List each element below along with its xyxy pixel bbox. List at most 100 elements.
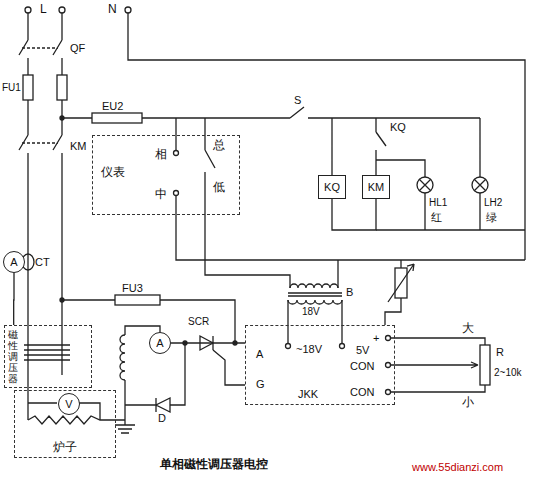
part-label: KQ (390, 121, 406, 134)
part-label: 红 (431, 211, 442, 224)
node-text: CON (350, 386, 374, 399)
transformer-secondary (288, 300, 342, 304)
part-label: KM (70, 140, 87, 153)
node-text: 相 (155, 148, 167, 162)
diode-symbol (150, 398, 170, 412)
node-text: 总 (213, 139, 225, 153)
part-label: 2~10k (494, 367, 522, 379)
lamp-symbol (417, 177, 433, 193)
terminal (125, 7, 131, 13)
wire-connector (171, 342, 245, 343)
node-text: A (256, 348, 263, 361)
lamp-symbol (474, 179, 486, 191)
node-text: A (156, 337, 163, 350)
gate-wire (213, 350, 245, 385)
furnace-box: 炉子 V (14, 390, 116, 458)
wire (332, 118, 480, 177)
part-label: N (108, 3, 117, 17)
wire-connector (332, 199, 376, 230)
contactor-coil: KM (362, 175, 390, 199)
part-label: CT (35, 256, 50, 269)
node-text: 低 (213, 181, 225, 195)
wire-connector (13, 273, 15, 325)
terminal (386, 336, 391, 341)
node-text: 磁性调压器 (8, 329, 18, 384)
terminal (174, 151, 179, 156)
junction (60, 298, 64, 302)
part-label: QF (70, 42, 85, 55)
fuse-symbol (115, 295, 160, 305)
magnetic-regulator-box: 磁性调压器 (4, 325, 92, 388)
caption: 单相磁性调压器电控 (160, 458, 268, 472)
part-label: B (346, 286, 353, 299)
mechanical-link (22, 48, 58, 143)
terminal (286, 344, 291, 349)
node-text: 5V (356, 344, 369, 357)
node-text: 仪表 (101, 166, 125, 180)
terminal (340, 344, 345, 349)
fuse-symbol (57, 75, 67, 100)
wire (176, 118, 525, 260)
fuse-symbol (92, 113, 142, 123)
node-text: G (256, 378, 265, 391)
part-label: 大 (462, 322, 474, 336)
node-text: A (10, 256, 17, 269)
ground-symbol (115, 425, 135, 433)
fuse-symbol (23, 75, 33, 100)
control-winding (120, 335, 125, 380)
node-text: KM (368, 181, 385, 194)
node-text: 炉子 (53, 441, 77, 455)
wire (391, 338, 485, 392)
node-text: V (65, 398, 72, 411)
node-text: KQ (324, 181, 340, 194)
part-label: EU2 (102, 100, 123, 113)
regulator-core (24, 345, 70, 360)
wire (385, 260, 414, 325)
terminal (25, 7, 31, 13)
part-label: S (294, 94, 301, 107)
part-label: LH2 (484, 197, 502, 209)
voltmeter-circle: V (58, 393, 80, 415)
terminal (386, 363, 391, 368)
potentiometer-symbol (480, 345, 490, 385)
wire (376, 193, 525, 230)
terminal (174, 191, 179, 196)
switch-wire (205, 118, 290, 288)
part-label: D (158, 412, 166, 425)
wire (128, 13, 525, 260)
part-label: SCR (188, 316, 209, 328)
transformer-core (288, 293, 342, 296)
node-text: ~18V (296, 343, 322, 356)
node-text: + (373, 332, 379, 345)
node-text: 中 (155, 188, 167, 202)
part-label: 18V (302, 306, 320, 318)
watermark: www.55dianzi.com (412, 461, 503, 474)
heater-element (28, 416, 125, 424)
terminal (59, 7, 65, 13)
part-label: 小 (462, 396, 474, 410)
wire (19, 13, 28, 420)
wire (288, 260, 342, 343)
part-label: HL1 (429, 197, 447, 209)
lamp-symbol (419, 179, 431, 191)
junction (60, 116, 64, 120)
ammeter-circle: A (149, 332, 171, 354)
controller-box: A G ~18V +5V CON CON JKK (245, 325, 395, 405)
part-label: 绿 (486, 211, 497, 224)
node-text: JKK (298, 388, 318, 401)
part-label: L (40, 3, 47, 17)
part-label: FU1 (2, 82, 21, 94)
relay-coil: KQ (318, 175, 346, 199)
wire (62, 300, 235, 343)
node-text: CON (350, 360, 374, 373)
transformer-primary (290, 284, 338, 288)
ammeter-circle: A (3, 251, 25, 273)
part-label: R (496, 346, 504, 359)
wire (53, 13, 62, 375)
lamp-symbol (472, 177, 488, 193)
meter-box: 仪表 相中 总低 (92, 135, 240, 215)
part-label: FU3 (122, 282, 143, 295)
terminal (386, 390, 391, 395)
